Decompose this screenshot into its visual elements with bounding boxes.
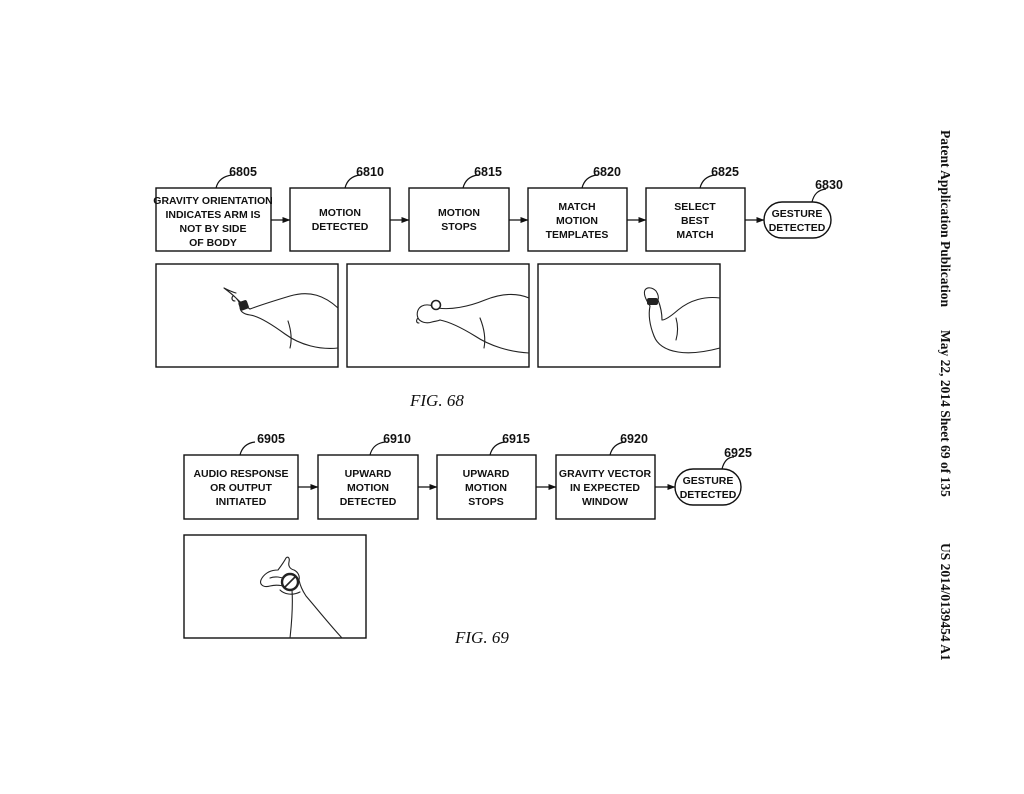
terminal-6925-line-2: DETECTED (680, 489, 737, 501)
terminal-6830-line-1: GESTURE (772, 208, 823, 220)
terminal-6925-box (674, 468, 742, 506)
watch-icon (430, 299, 442, 311)
fig69-caption: FIG. 69 (454, 628, 509, 647)
step-6910-line-2: MOTION (347, 482, 389, 494)
step-6915-line-1: UPWARD (463, 468, 510, 480)
step-6905-line-1: AUDIO RESPONSE (193, 468, 288, 480)
step-6810-leader (344, 174, 361, 189)
fig68-flowchart: GRAVITY ORIENTATION INDICATES ARM IS NOT… (153, 165, 843, 252)
step-6810-ref: 6810 (356, 165, 384, 179)
step-6805-line-1: GRAVITY ORIENTATION (153, 195, 272, 207)
publication-label: Patent Application Publication (938, 130, 953, 308)
step-6915-line-2: MOTION (465, 482, 507, 494)
step-6820-leader (581, 174, 598, 189)
step-6820-line-3: TEMPLATES (546, 229, 609, 241)
step-6910-line-3: DETECTED (340, 496, 397, 508)
terminal-6830-ref: 6830 (815, 178, 843, 192)
watch-icon (647, 298, 658, 305)
fig68-panel-2 (346, 263, 530, 368)
terminal-6925-ref: 6925 (724, 446, 752, 460)
step-6805-leader (215, 174, 233, 189)
step-6825-ref: 6825 (711, 165, 739, 179)
step-6805-line-3: NOT BY SIDE (180, 223, 247, 235)
step-6825-line-1: SELECT (674, 201, 716, 213)
step-6815-leader (462, 174, 479, 189)
fig68-panel-1 (155, 263, 339, 368)
fig69-panel (183, 534, 367, 639)
terminal-6925-line-1: GESTURE (683, 475, 734, 487)
step-6805-line-2: INDICATES ARM IS (165, 209, 260, 221)
terminal-6830-line-2: DETECTED (769, 222, 826, 234)
step-6920-leader (609, 441, 626, 456)
step-6905-line-3: INITIATED (216, 496, 267, 508)
watch-icon (238, 300, 249, 311)
step-6820-line-1: MATCH (558, 201, 595, 213)
step-6805-line-4: OF BODY (189, 237, 237, 249)
step-6820-ref: 6820 (593, 165, 621, 179)
step-6920-line-2: IN EXPECTED (570, 482, 640, 494)
step-6905-ref: 6905 (257, 432, 285, 446)
step-6805-ref: 6805 (229, 165, 257, 179)
terminal-6925-leader (721, 456, 735, 470)
step-6915-line-3: STOPS (468, 496, 503, 508)
step-6905-leader (239, 441, 256, 456)
terminal-6830-box (763, 201, 832, 239)
step-6915-ref: 6915 (502, 432, 530, 446)
fig68-caption: FIG. 68 (409, 391, 464, 410)
step-6810-line-1: MOTION (319, 207, 361, 219)
sheet-info: May 22, 2014 Sheet 69 of 135 (938, 330, 953, 497)
step-6820-line-2: MOTION (556, 215, 598, 227)
step-6905-line-2: OR OUTPUT (210, 482, 272, 494)
step-6910-line-1: UPWARD (345, 468, 392, 480)
step-6910-box (317, 454, 419, 520)
step-6825-line-3: MATCH (676, 229, 713, 241)
step-6915-leader (489, 441, 506, 456)
step-6825-line-2: BEST (681, 215, 710, 227)
step-6805-box (155, 187, 272, 252)
step-6920-line-1: GRAVITY VECTOR (559, 468, 652, 480)
fig68-panel-3 (537, 263, 721, 368)
fig68-illustrations (155, 263, 721, 368)
fig69-flowchart: AUDIO RESPONSE OR OUTPUT INITIATED 6905 … (183, 432, 752, 520)
step-6810-box (289, 187, 391, 252)
step-6825-leader (699, 174, 716, 189)
publication-number: US 2014/0139454 A1 (938, 543, 953, 661)
step-6910-leader (369, 441, 386, 456)
step-6910-ref: 6910 (383, 432, 411, 446)
step-6815-line-2: STOPS (441, 221, 476, 233)
page-header: Patent Application Publication May 22, 2… (938, 130, 953, 661)
terminal-6830-leader (811, 188, 827, 203)
step-6815-line-1: MOTION (438, 207, 480, 219)
step-6905-box (183, 454, 299, 520)
step-6815-box (408, 187, 510, 252)
step-6920-ref: 6920 (620, 432, 648, 446)
step-6920-box (555, 454, 656, 520)
step-6915-box (436, 454, 537, 520)
step-6815-ref: 6815 (474, 165, 502, 179)
step-6810-line-2: DETECTED (312, 221, 369, 233)
step-6920-line-3: WINDOW (582, 496, 628, 508)
